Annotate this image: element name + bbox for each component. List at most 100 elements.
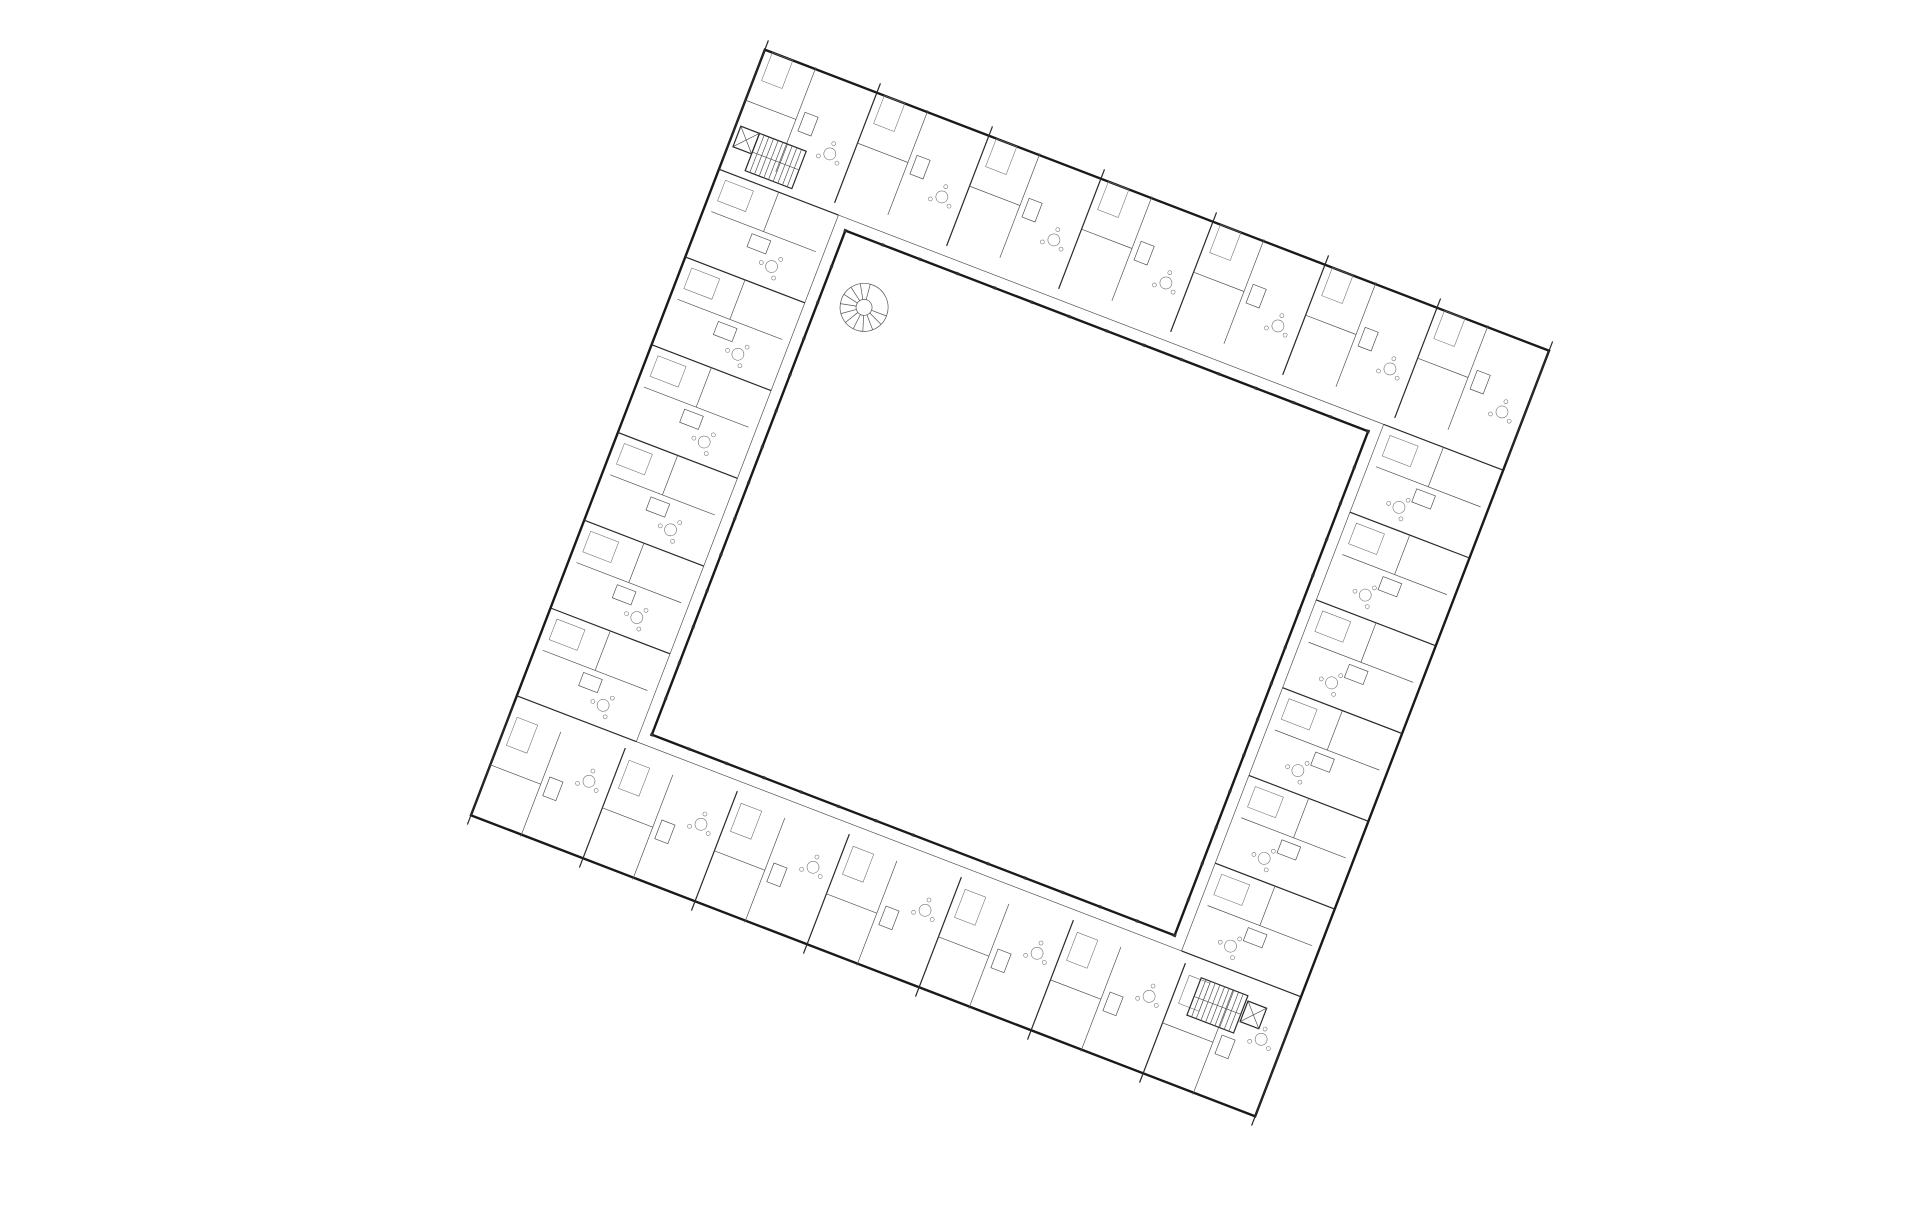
column <box>1214 825 1219 830</box>
chair <box>1038 940 1044 946</box>
column <box>1104 328 1109 333</box>
bed <box>730 802 763 840</box>
room-partition <box>1417 357 1469 378</box>
unit-wall <box>1506 341 1554 462</box>
bed <box>1348 522 1385 555</box>
bed <box>505 716 539 754</box>
room-partition <box>662 455 678 496</box>
room-partition <box>887 110 929 215</box>
chair <box>1506 418 1512 424</box>
room-partition <box>520 731 562 837</box>
column <box>873 818 878 823</box>
room-partition <box>1447 325 1489 430</box>
column <box>1067 314 1072 319</box>
room-partition <box>1207 905 1313 946</box>
chair <box>636 626 642 632</box>
room-partition <box>576 562 682 604</box>
chair <box>1297 779 1303 785</box>
table <box>918 904 932 917</box>
stair-tread <box>865 284 871 300</box>
bed <box>717 179 754 212</box>
column <box>1269 681 1274 686</box>
chair <box>705 831 711 836</box>
column <box>1098 904 1102 909</box>
bathroom <box>746 233 772 255</box>
chair <box>624 611 629 616</box>
bathroom <box>1133 240 1155 266</box>
table <box>1159 276 1173 290</box>
chair <box>1154 1003 1159 1008</box>
room-partition <box>610 474 715 516</box>
chair <box>946 203 952 209</box>
chair <box>1251 852 1257 857</box>
chair <box>1135 996 1140 1001</box>
chair <box>1263 867 1269 873</box>
chair <box>703 451 709 456</box>
chair <box>1041 960 1047 965</box>
column <box>1297 609 1301 614</box>
chair <box>702 811 708 817</box>
table <box>1271 319 1285 333</box>
room-partition <box>1335 282 1377 387</box>
courtyard <box>650 229 1370 937</box>
south-wing <box>466 704 1299 1126</box>
room-partition <box>490 764 541 785</box>
column <box>801 336 806 341</box>
room-partition <box>745 99 797 120</box>
room-partition <box>763 192 780 232</box>
unit-wall <box>1394 298 1442 419</box>
chair <box>737 363 743 369</box>
chair <box>1040 239 1045 245</box>
chair <box>610 695 615 701</box>
column <box>663 696 668 701</box>
unit-wall <box>1282 255 1330 376</box>
bathroom <box>611 584 637 606</box>
bathroom <box>1021 197 1043 223</box>
table <box>1030 947 1044 960</box>
table <box>1383 362 1397 376</box>
column <box>1352 465 1357 470</box>
chair <box>1271 848 1276 854</box>
chair <box>1167 270 1173 275</box>
chair <box>1264 325 1269 331</box>
stair-tread <box>859 283 864 300</box>
column <box>815 300 820 305</box>
column <box>836 804 841 809</box>
east-wing <box>1181 423 1504 998</box>
chair <box>814 854 820 860</box>
room-partition <box>643 386 749 428</box>
unit-wall <box>578 747 626 868</box>
column <box>1338 501 1343 506</box>
unit-wall <box>1282 687 1403 735</box>
column <box>649 732 654 737</box>
room-partition <box>775 67 817 172</box>
column <box>732 516 737 521</box>
bed <box>1209 224 1242 261</box>
bed <box>649 355 687 388</box>
bed <box>985 138 1018 175</box>
room-partition <box>1223 239 1265 344</box>
room-partition <box>628 543 645 583</box>
chair <box>593 788 599 793</box>
chair <box>1352 588 1358 594</box>
bed <box>548 618 586 651</box>
bathroom <box>909 154 931 180</box>
room-partition <box>1241 817 1346 859</box>
column <box>1135 919 1140 924</box>
column <box>1254 386 1259 391</box>
bed <box>1314 610 1352 643</box>
table <box>1047 233 1061 247</box>
chair <box>1237 936 1242 942</box>
bed <box>618 759 651 797</box>
chair <box>1364 604 1370 609</box>
stair-tread <box>850 287 861 301</box>
room-partition <box>1111 196 1153 301</box>
unit-wall <box>1251 1005 1299 1126</box>
bed <box>1433 310 1466 347</box>
stair-tread <box>862 315 865 332</box>
column <box>1060 890 1065 895</box>
column <box>724 761 729 766</box>
bathroom <box>1377 576 1403 598</box>
chair <box>575 781 580 786</box>
unit-wall <box>583 519 704 567</box>
